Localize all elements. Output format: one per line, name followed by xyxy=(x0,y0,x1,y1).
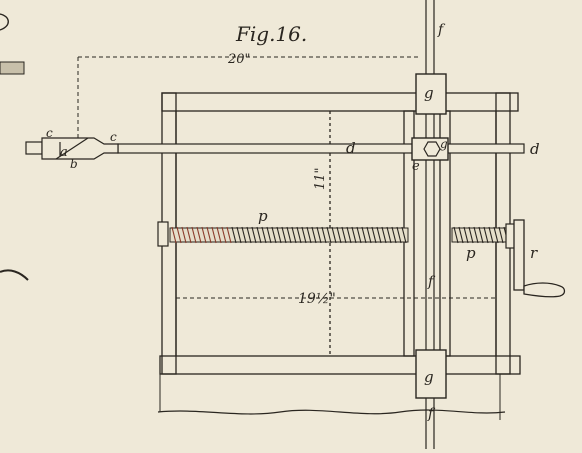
screw-thread xyxy=(181,226,187,244)
screw-thread xyxy=(376,226,382,244)
overall-width-label: 20" xyxy=(227,52,251,67)
screw-thread xyxy=(366,226,372,244)
inner-width-label: 19½" xyxy=(298,291,336,307)
screw-thread xyxy=(306,226,312,244)
screw-thread xyxy=(463,226,469,244)
label-r: r xyxy=(530,244,538,262)
label-f-bottom: f xyxy=(427,406,436,422)
crank-handle-r xyxy=(513,219,566,298)
screw-thread xyxy=(453,226,459,244)
screw-thread xyxy=(458,226,464,244)
screw-thread xyxy=(296,226,302,244)
screw-thread xyxy=(201,226,207,244)
screw-thread xyxy=(351,226,357,244)
label-f-top: f xyxy=(437,22,446,38)
screw-thread xyxy=(386,226,392,244)
screw-left-bearing xyxy=(157,221,169,247)
label-p-left: p xyxy=(258,207,268,225)
screw-thread xyxy=(261,226,267,244)
screw-thread xyxy=(336,226,342,244)
screw-thread xyxy=(256,226,262,244)
figure-title: Fig.16. xyxy=(235,22,307,46)
label-b: b xyxy=(70,157,78,171)
label-g-top: g xyxy=(424,84,434,102)
top-rail xyxy=(161,92,519,112)
screw-thread xyxy=(271,226,277,244)
screw-thread xyxy=(356,226,362,244)
screw-thread xyxy=(483,226,489,244)
screw-thread xyxy=(478,226,484,244)
screw-thread xyxy=(396,226,402,244)
screw-thread xyxy=(211,226,217,244)
screw-thread xyxy=(226,226,232,244)
screw-thread xyxy=(186,226,192,244)
label-g-bottom: g xyxy=(424,368,434,386)
label-d-end: d xyxy=(530,140,540,158)
screw-thread xyxy=(321,226,327,244)
screw-thread xyxy=(301,226,307,244)
overall-width-dimension xyxy=(77,56,418,150)
label-a: a xyxy=(60,145,68,160)
screw-thread xyxy=(276,226,282,244)
rod-d xyxy=(117,143,525,154)
connector-abc xyxy=(25,137,119,160)
screw-thread xyxy=(468,226,474,244)
floor-line xyxy=(157,409,506,415)
screw-thread xyxy=(191,226,197,244)
label-d-mid: d xyxy=(346,139,356,157)
screw-thread xyxy=(236,226,242,244)
screw-thread xyxy=(371,226,377,244)
screw-thread xyxy=(361,226,367,244)
screw-thread xyxy=(206,226,212,244)
label-f-mid: f xyxy=(427,274,436,290)
label-p-right: p xyxy=(466,244,476,262)
screw-thread xyxy=(221,226,227,244)
screw-thread xyxy=(493,226,499,244)
label-g-nut: g xyxy=(440,137,448,151)
neighbour-figure-fragments xyxy=(0,13,29,281)
screw-thread xyxy=(171,226,177,244)
screw-thread xyxy=(251,226,257,244)
label-c-right: c xyxy=(110,130,117,144)
bottom-rail xyxy=(159,355,521,375)
screw-thread xyxy=(216,226,222,244)
hex-nut-icon xyxy=(423,141,441,157)
screw-thread xyxy=(231,226,237,244)
block-g-bottom xyxy=(415,349,447,399)
screw-thread xyxy=(401,226,407,244)
screw-thread xyxy=(281,226,287,244)
screw-thread xyxy=(381,226,387,244)
screw-thread xyxy=(316,226,322,244)
label-c-left: c xyxy=(46,126,53,140)
screw-thread xyxy=(391,226,397,244)
screw-thread xyxy=(291,226,297,244)
screw-thread xyxy=(341,226,347,244)
block-g-top xyxy=(415,73,447,115)
screw-thread xyxy=(286,226,292,244)
screw-thread xyxy=(266,226,272,244)
screw-thread xyxy=(331,226,337,244)
screw-thread xyxy=(488,226,494,244)
screw-thread xyxy=(346,226,352,244)
screw-thread xyxy=(241,226,247,244)
screw-p xyxy=(169,226,509,244)
screw-thread xyxy=(473,226,479,244)
screw-thread xyxy=(176,226,182,244)
height-label: 11" xyxy=(313,167,328,190)
screw-thread xyxy=(196,226,202,244)
label-e: e xyxy=(412,159,420,174)
screw-thread xyxy=(311,226,317,244)
screw-thread xyxy=(326,226,332,244)
screw-thread xyxy=(246,226,252,244)
screw-thread xyxy=(498,226,504,244)
